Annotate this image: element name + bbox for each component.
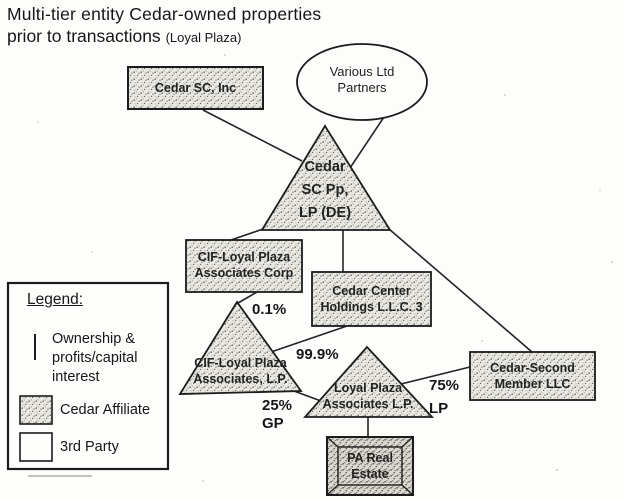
page-title-line2: prior to transactions (Loyal Plaza) xyxy=(7,26,241,47)
label-cedar-second-member: Cedar-Second Member LLC xyxy=(490,361,575,391)
node-various-ltd-partners-ellipse xyxy=(296,43,428,121)
legend-item-ownership: Ownership & profits/capital interest xyxy=(52,331,138,385)
label-cif-loyal-plaza-lp: CIF-Loyal Plaza Associates, L.P. xyxy=(193,356,288,386)
edge-variousltd-to-cedarscpp xyxy=(349,116,385,169)
label-various-ltd-partners: Various Ltd Partners xyxy=(329,64,395,95)
node-cedar-center-holdings-box xyxy=(311,271,432,327)
node-cif-loyal-plaza-lp-triangle xyxy=(178,300,303,395)
label-cedar-sc-pp: Cedar SC Pp, LP (DE) xyxy=(298,159,352,221)
node-cif-loyal-plaza-corp-box xyxy=(185,239,303,293)
edge-label-75-pct-lp: 75% LP xyxy=(429,377,460,417)
edge-label-25-pct-gp: 25% GP xyxy=(262,397,293,432)
label-cif-loyal-plaza-corp: CIF-Loyal Plaza Associates Corp xyxy=(194,250,294,280)
node-loyal-plaza-associates-triangle xyxy=(303,345,435,418)
edge-cedarscpp-to-cifcorp xyxy=(230,228,264,241)
page-title-line1: Multi-tier entity Cedar-owned properties xyxy=(7,4,322,24)
edge-label-0-1-pct: 0.1% xyxy=(252,301,287,318)
node-pa-real-estate-framed-box xyxy=(326,436,414,496)
edge-cifcorp-to-ciflp xyxy=(237,291,258,304)
label-cedar-center-holdings: Cedar Center Holdings L.L.C. 3 xyxy=(320,284,423,314)
ownership-edges xyxy=(202,109,533,437)
label-pa-real-estate: PA Real Estate xyxy=(347,451,393,481)
node-cedar-second-member-box xyxy=(469,351,596,401)
edge-cedarscpp-to-cedarsecond xyxy=(388,228,533,353)
legend-heading: Legend: xyxy=(27,291,84,308)
edge-ciflp-to-loyalplaza xyxy=(293,390,322,402)
label-cedar-sc-inc: Cedar SC, Inc xyxy=(154,81,237,95)
edge-cedarsecond-to-loyalplaza xyxy=(400,366,471,385)
label-loyal-plaza-associates: Loyal Plaza Associates L.P. xyxy=(322,381,414,411)
ownership-line-symbol xyxy=(34,334,36,360)
scan-noise-dots xyxy=(37,12,613,482)
edge-label-99-9-pct: 99.9% xyxy=(296,346,339,363)
legend-cedar-affiliate-swatch xyxy=(19,395,53,425)
node-cedar-sc-inc-box xyxy=(127,66,264,110)
legend-item-third-party: 3rd Party xyxy=(60,439,119,455)
legend-third-party-swatch xyxy=(19,432,53,462)
edge-cedarscinc-to-cedarscpp xyxy=(202,109,303,162)
page-title-line2-text: prior to transactions xyxy=(7,26,161,46)
legend-item-cedar-affiliate: Cedar Affiliate xyxy=(60,402,151,418)
node-cedar-sc-pp-triangle xyxy=(260,124,392,231)
edge-cedarcenter-to-ciflp xyxy=(270,325,348,353)
page-title-loyal-plaza: (Loyal Plaza) xyxy=(165,30,242,45)
